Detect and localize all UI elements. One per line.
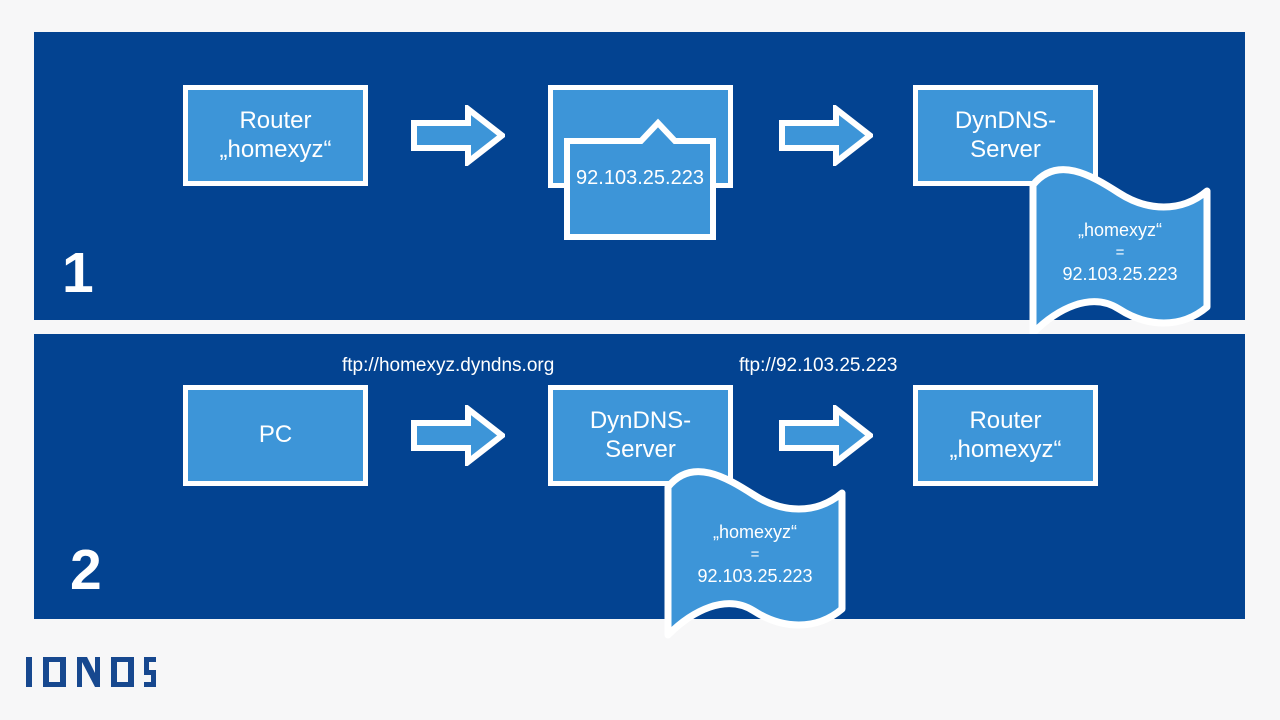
arrow-right-icon-2b — [779, 402, 875, 469]
dns-record-banner-step2: „homexyz“ = 92.103.25.223 — [664, 459, 846, 639]
url-label-dyndns-hostname: ftp://homexyz.dyndns.org — [342, 355, 555, 376]
ip-document-label: 92.103.25.223 — [576, 167, 704, 189]
arrow-right-icon-2a — [411, 402, 507, 469]
node-dyndns-server-step2: DynDNS- Server — [548, 385, 733, 486]
url-label-ip-address: ftp://92.103.25.223 — [739, 355, 898, 376]
step-1-panel: 1 Router „homexyz“ 92.103.25.223 DynDNS-… — [34, 32, 1245, 337]
ionos-logo — [26, 657, 156, 687]
node-router-step2: Router „homexyz“ — [913, 385, 1098, 486]
step-2-panel: 2 ftp://homexyz.dyndns.org ftp://92.103.… — [34, 334, 1245, 639]
step-1-number: 1 — [62, 241, 94, 305]
ip-document-group: 92.103.25.223 — [548, 85, 733, 240]
node-router-step1: Router „homexyz“ — [183, 85, 368, 186]
node-pc-step2: PC — [183, 385, 368, 486]
arrow-right-icon-1a — [411, 102, 507, 169]
arrow-right-icon-1b — [779, 102, 875, 169]
document-front-sheet — [564, 118, 716, 240]
dns-record-banner-step1: „homexyz“ = 92.103.25.223 — [1029, 157, 1211, 337]
step-2-number: 2 — [70, 538, 102, 602]
